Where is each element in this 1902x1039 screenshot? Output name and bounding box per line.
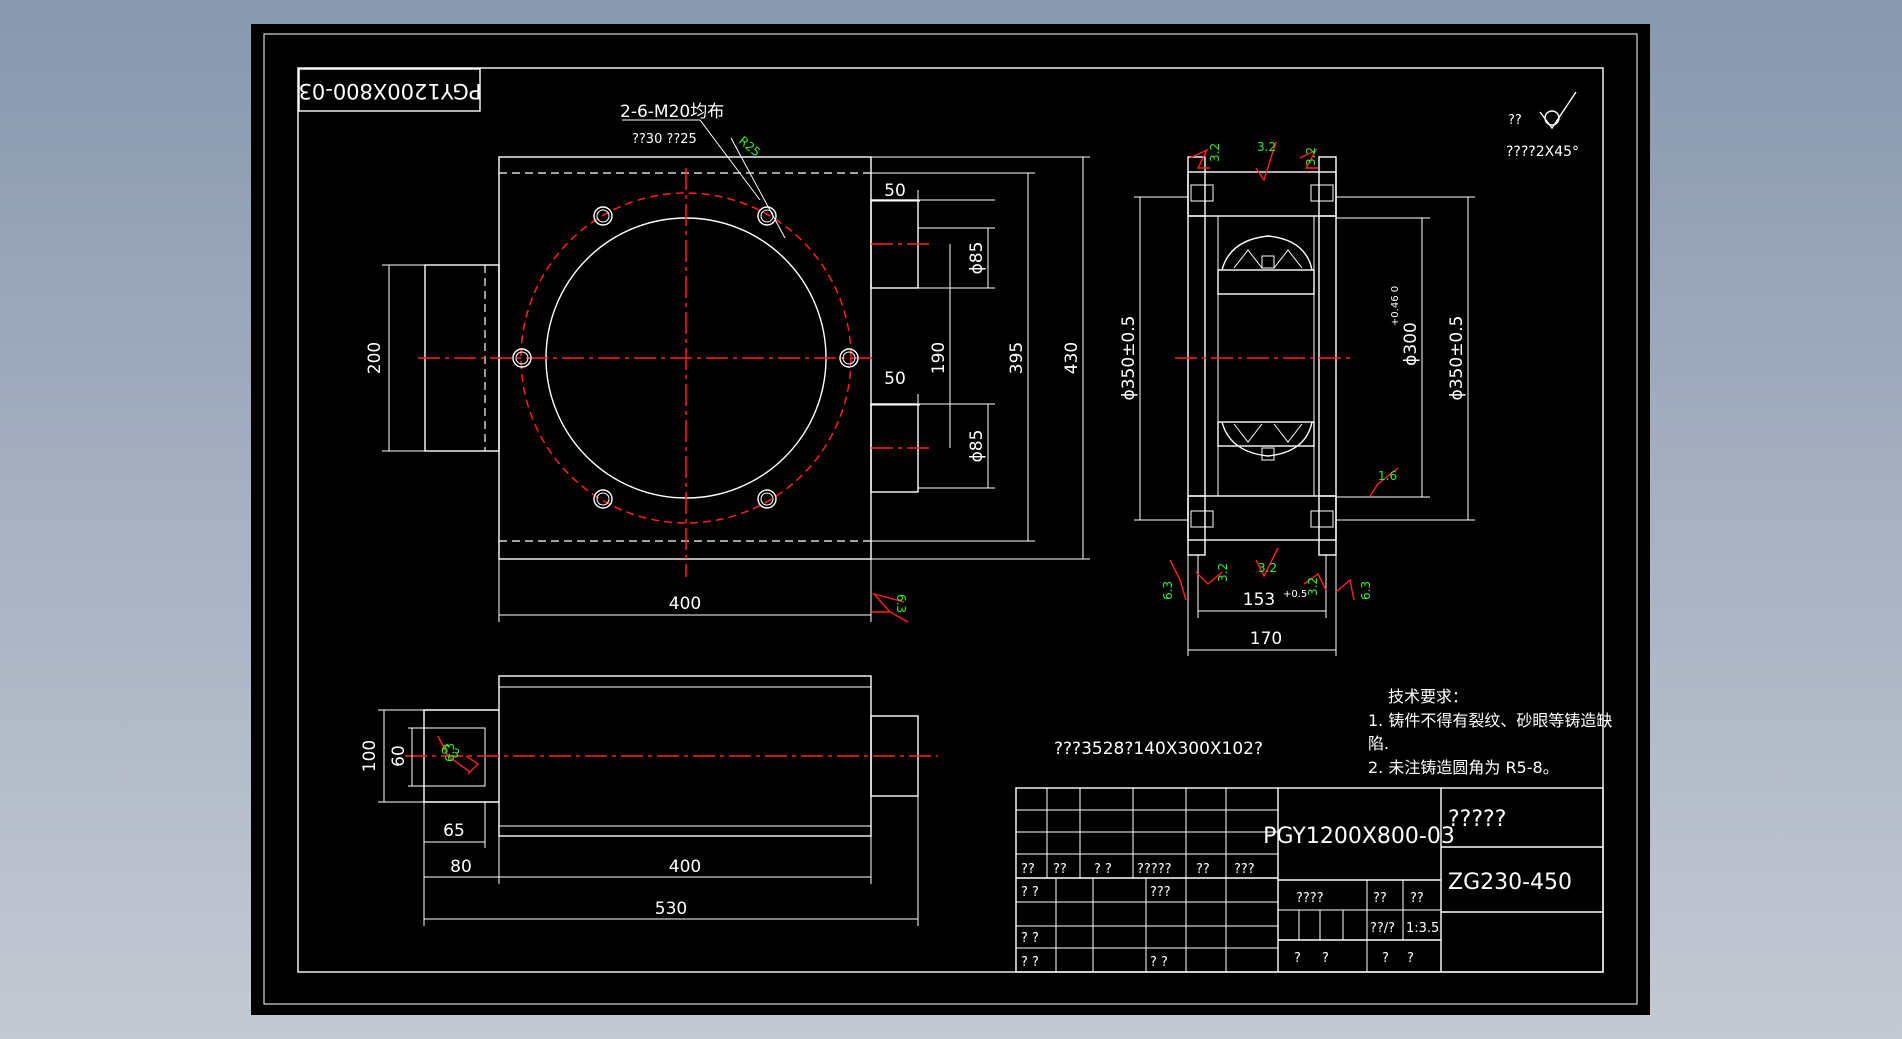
tb-row1-1: ?? [1053,862,1067,877]
rough-63-bottom-b: 6.3 [443,743,457,762]
rough-32-b: 3.2 [1257,140,1276,154]
dim-phi300: ϕ300 [1401,322,1421,366]
tech-req-item1: 1. 铸件不得有裂纹、砂眼等铸造缺 [1368,711,1612,730]
tb-row2-b: ??? [1150,885,1171,900]
tb-row2-a: ? ? [1021,885,1039,900]
rough-63-right: 6.3 [1359,581,1373,600]
title-weight-label: ?? [1373,891,1387,906]
dim-153: 153 [1243,590,1275,610]
rough-32-f: 3.2 [1306,577,1320,596]
dim-430: 430 [1062,342,1082,374]
rough-32-c: 3.2 [1304,147,1318,166]
tb-row1-2: ? ? [1094,862,1112,877]
rough-63-front: 6.3 [894,594,908,613]
dim-50-top: 50 [884,181,906,201]
title-footer-b: ? [1322,951,1329,966]
dim-530: 530 [655,899,687,919]
svg-text:PGY1200X800-03: PGY1200X800-03 [299,79,482,103]
tb-row1-4: ?? [1196,862,1210,877]
title-drawing-number: PGY1200X800-03 [1263,824,1455,849]
title-block [1015,787,1604,973]
dim-170: 170 [1250,629,1282,649]
dim-phi85-top: ϕ85 [967,242,987,275]
outer-frame [263,33,1638,1005]
dim-100: 100 [360,740,380,772]
tb-row1-3: ????? [1137,862,1172,877]
title-stage-label: ???? [1296,891,1324,906]
dim-65: 65 [443,821,465,841]
rough-32-a: 3.2 [1208,143,1222,162]
chamfer-note: ????2X45° [1506,144,1579,160]
inner-frame [297,67,1604,973]
dim-400-front: 400 [669,594,701,614]
section-view [1134,141,1475,656]
rough-16: 1.6 [1378,469,1397,483]
tb-row4-a: ? ? [1021,955,1039,970]
dim-phi350-right: ϕ350±0.5 [1447,316,1467,401]
tech-req-title: 技术要求： [1388,687,1468,706]
dim-190: 190 [929,342,949,374]
dim-153-tolerance: +0.5 [1283,589,1307,600]
rough-63-left: 6.3 [1161,581,1175,600]
tech-req-item1-cont: 陷. [1368,734,1389,753]
dim-60: 60 [389,745,409,767]
hole-sub-note: ??30 ??25 [632,132,697,147]
dim-80: 80 [450,857,472,877]
tb-row3-a: ? ? [1021,931,1039,946]
tb-row1-0: ?? [1021,862,1035,877]
front-dimensions [382,156,1090,623]
title-part-name: ????? [1448,807,1506,832]
title-footer-a: ? [1294,951,1301,966]
rough-32-e: 3.2 [1258,561,1277,575]
dim-phi350-left: ϕ350±0.5 [1119,316,1139,401]
dim-50-mid: 50 [884,369,906,389]
rough-63-bottom-a: 6.3 [439,742,462,762]
dim-phi300-tolerance: +0.46 0 [1390,286,1401,326]
dim-phi85-bottom: ϕ85 [967,430,987,463]
corner-roughness-symbol [1539,91,1577,130]
title-material: ZG230-450 [1448,870,1572,895]
tb-row4-b: ? ? [1150,955,1168,970]
title-footer-c: ? [1382,951,1389,966]
hole-note: 2-6-M20均布 [620,102,724,122]
top-view [378,675,938,926]
code-box: PGY1200X800-03 [298,68,482,112]
bearing-note: ???3528?140X300X102? [1054,739,1263,759]
corner-roughness-label: ?? [1508,113,1522,128]
title-scale-value: 1:3.5 [1406,921,1439,936]
front-view [418,119,930,577]
title-scale-label: ?? [1410,891,1424,906]
dim-400-bottom: 400 [669,857,701,877]
title-footer-d: ? [1407,951,1414,966]
tb-row1-5: ??? [1234,862,1255,877]
tech-req-item2: 2. 未注铸造圆角为 R5-8。 [1368,758,1559,777]
rough-32-d: 3.2 [1216,563,1230,582]
dim-395: 395 [1007,342,1027,374]
title-sheet-note: ??/? [1370,921,1395,936]
dim-200: 200 [365,342,385,374]
